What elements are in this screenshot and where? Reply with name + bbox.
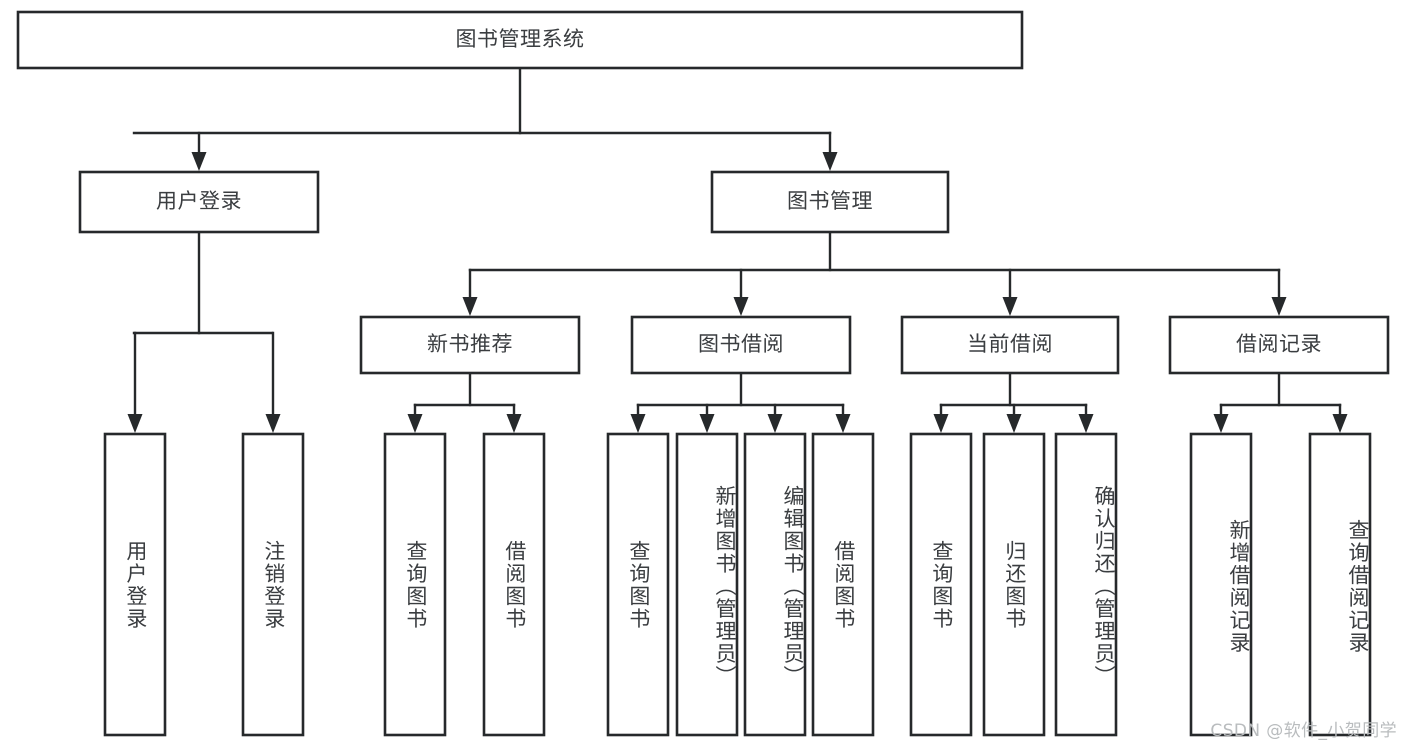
node-box-current-borrow[interactable]	[900, 315, 1120, 375]
node-box-leaf-query-book-bor[interactable]	[606, 432, 670, 737]
node-box-leaf-query-book-cur[interactable]	[909, 432, 973, 737]
arrow-head-icon	[127, 414, 143, 433]
node-box-leaf-confirm-return[interactable]	[1054, 432, 1118, 737]
arrow-head-icon	[1332, 414, 1348, 433]
arrow-head-icon	[699, 414, 715, 433]
node-box-leaf-return-book[interactable]	[982, 432, 1046, 737]
node-box-leaf-borrow-book-rec[interactable]	[482, 432, 546, 737]
arrow-head-icon	[1078, 414, 1094, 433]
edges-group	[127, 66, 1348, 433]
arrow-head-icon	[835, 414, 851, 433]
node-box-leaf-add-book[interactable]	[675, 432, 739, 737]
node-box-leaf-query-book-rec[interactable]	[383, 432, 447, 737]
arrow-head-icon	[767, 414, 783, 433]
node-box-new-book-rec[interactable]	[359, 315, 581, 375]
node-box-book-manage[interactable]	[710, 170, 950, 234]
arrow-head-icon	[407, 414, 423, 433]
node-box-book-borrow[interactable]	[630, 315, 852, 375]
arrow-head-icon	[733, 297, 749, 316]
node-box-leaf-edit-book[interactable]	[743, 432, 807, 737]
arrow-head-icon	[1006, 414, 1022, 433]
node-box-leaf-query-record[interactable]	[1308, 432, 1372, 737]
arrow-head-icon	[822, 152, 838, 171]
node-box-leaf-user-login[interactable]	[103, 432, 167, 737]
arrow-head-icon	[630, 414, 646, 433]
arrow-head-icon	[933, 414, 949, 433]
arrow-head-icon	[506, 414, 522, 433]
arrow-head-icon	[1271, 297, 1287, 316]
node-box-user-login[interactable]	[78, 170, 320, 234]
arrow-head-icon	[265, 414, 281, 433]
arrow-head-icon	[191, 152, 207, 171]
node-box-leaf-borrow-book-bor[interactable]	[811, 432, 875, 737]
node-box-leaf-add-record[interactable]	[1189, 432, 1253, 737]
arrow-head-icon	[462, 297, 478, 316]
node-box-borrow-record[interactable]	[1168, 315, 1390, 375]
boxes-group	[16, 10, 1390, 737]
arrow-head-icon	[1213, 414, 1229, 433]
node-box-root[interactable]	[16, 10, 1024, 70]
node-box-leaf-logout[interactable]	[241, 432, 305, 737]
arrow-head-icon	[1002, 297, 1018, 316]
